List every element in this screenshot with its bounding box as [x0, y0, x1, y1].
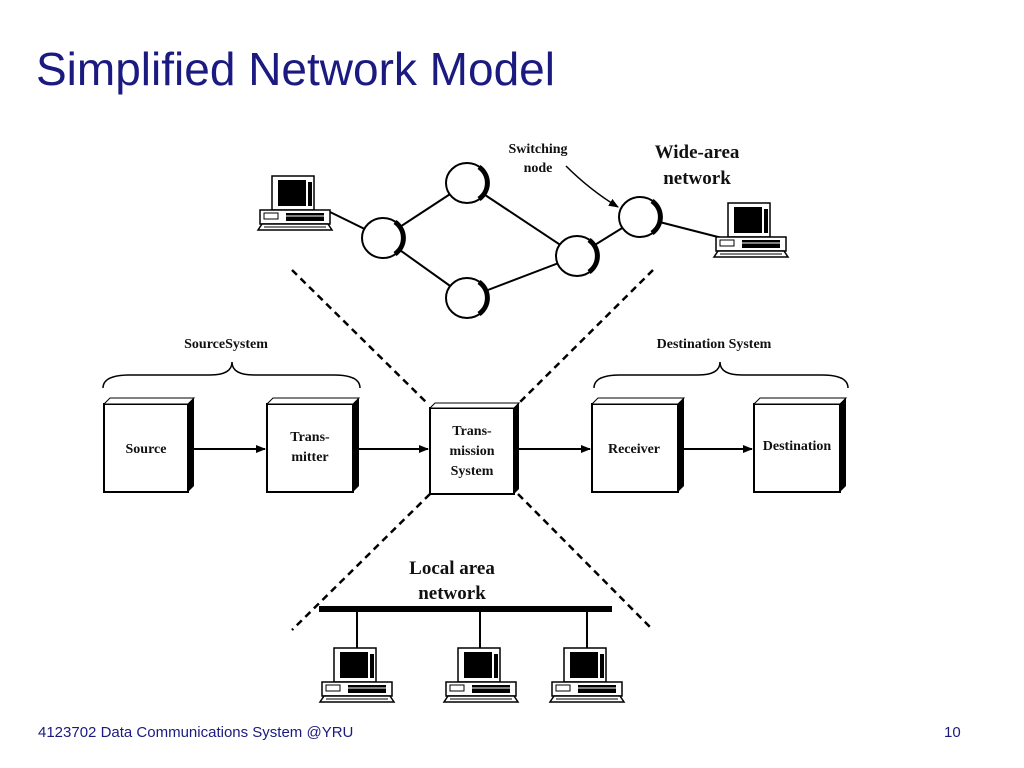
block-transmission-system-label: Trans-: [452, 424, 492, 439]
block-transmitter: Trans- mitter: [265, 397, 361, 493]
block-destination: Destination: [752, 397, 848, 493]
block-transmitter-label: Trans-: [290, 430, 330, 445]
slide-footer: 4123702 Data Communications System @YRU: [38, 724, 354, 741]
block-source-label: Source: [126, 442, 167, 457]
block-receiver: Receiver: [590, 397, 686, 493]
lan-title: network: [418, 583, 486, 604]
block-destination-label: Destination: [763, 439, 832, 454]
wan-computer-right-icon: [713, 202, 789, 258]
lan-drops: [356, 612, 588, 648]
wan-title: Wide-area: [655, 142, 740, 163]
block-transmission-system-label: mission: [449, 444, 494, 459]
block-transmitter-label: mitter: [291, 450, 328, 465]
lan-computer-icon: [319, 647, 395, 703]
lan-bus: [319, 606, 612, 612]
lan-title: Local area: [409, 558, 495, 579]
switching-node-icon: [362, 218, 404, 258]
block-transmission-system-label: System: [451, 464, 494, 479]
switching-node-icon: [446, 278, 488, 318]
slide-title: Simplified Network Model: [36, 43, 555, 95]
block-receiver-label: Receiver: [608, 442, 660, 457]
switching-node-label: node: [524, 161, 553, 176]
destination-system-label: Destination System: [657, 337, 772, 352]
source-system-label: SourceSystem: [184, 337, 268, 352]
lan-computer-icon: [549, 647, 625, 703]
switching-node-icon: [619, 197, 661, 237]
wan-title: network: [663, 168, 731, 189]
wan-computer-left-icon: [257, 175, 333, 231]
switching-node-pointer: [565, 165, 619, 208]
block-transmission-system: Trans- mission System: [428, 402, 521, 495]
switching-node-icon: [556, 236, 598, 276]
block-source: Source: [102, 397, 196, 493]
source-system-brace: [102, 361, 361, 389]
page-number: 10: [944, 724, 961, 741]
switching-node-label: Switching: [508, 142, 567, 157]
projection-lines: [291, 269, 654, 631]
switching-node-icon: [446, 163, 488, 203]
destination-system-brace: [593, 361, 849, 389]
lan-computer-icon: [443, 647, 519, 703]
